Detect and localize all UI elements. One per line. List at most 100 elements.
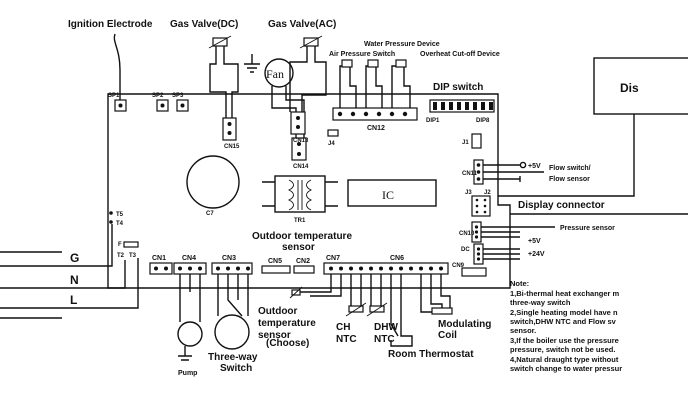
outdoor-sensor-wires [296,274,342,297]
overheat-cutoff-label: Overheat Cut-off Device [420,51,500,58]
pump-wires [179,274,201,322]
j1-label: J1 [462,140,469,146]
dip-switch-block [429,99,495,113]
pump-motor-icon [177,321,203,347]
display-unit-label: Dis [620,81,639,95]
tr1-label: TR1 [294,218,306,224]
cn9-connector [461,267,487,277]
dip-switch-label: DIP switch [433,82,483,93]
modulating-label-2: Coil [438,330,457,341]
dip-switch-toggles [433,102,493,110]
cn2-label: CN2 [296,258,310,265]
plus24v-label: +24V [528,251,545,258]
ch-ntc-label-1: CH [336,322,350,333]
outdoor-sensor-label-2: sensor [282,242,315,253]
note-line: switch change to water pressur [510,364,622,373]
three-way-wires [217,274,249,317]
cn7-label: CN7 [326,255,340,262]
display-unit-cable [498,114,635,197]
c7-capacitor [186,155,240,209]
dhw-ntc-label-2: NTC [374,334,395,345]
note-line: sensor. [510,326,536,335]
pump-label: Pump [178,370,197,377]
pressure-sensor-label: Pressure sensor [560,225,615,232]
ground-icon [244,54,260,73]
note-line: 4,Natural draught type without [510,355,619,364]
c7-label: C7 [206,211,214,217]
t5-label: T5 [116,212,124,218]
cn7-cn6-pins [329,266,443,271]
outdoor-choose-label-4: (Choose) [266,338,309,349]
ic-label: IC [382,188,394,202]
fan-label: Fan [266,67,284,81]
plus5v-label: +5V [528,238,541,245]
display-connector-label: Display connector [518,200,605,211]
room-thermostat-label: Room Thermostat [388,349,474,360]
flow-sensor-label: Flow sensor [549,176,590,183]
cn15-label: CN15 [224,144,240,150]
dc-label: DC [461,247,470,253]
f-label: F [118,242,122,248]
j3-j2-connector [471,195,491,217]
outdoor-choose-label-2: temperature [258,318,316,329]
line-g-label: G [70,251,79,265]
cn4-label: CN4 [182,255,196,262]
sp2-label: SP2 [152,93,164,99]
gas-valve-ac-wires [289,46,327,120]
j3-label: J3 [465,190,472,196]
cn11-label: CN11 [462,171,478,177]
mains-wires [0,224,139,309]
dip1-label: DIP1 [426,118,440,124]
three-way-switch-label: Switch [220,363,252,374]
display-unit-box [593,57,688,115]
note-title: Note: [510,279,529,288]
modulating-coil-wires [420,274,451,313]
cn7-cn6-connector [323,262,449,275]
dc-output-wires [483,248,520,260]
cn1-connector [149,262,173,275]
note-line: pressure, switch not be used. [510,345,615,354]
j1-connector [471,133,482,149]
line-l-label: L [70,293,77,307]
j4-label: J4 [328,141,335,147]
tr1-transformer [274,175,326,213]
dhw-ntc-wires [370,274,382,310]
cn12-pins [337,111,408,117]
note-line: switch,DHW NTC and Flow sv [510,317,617,326]
cn5-connector [261,265,291,274]
air-pressure-switch-label: Air Pressure Switch [329,51,395,58]
pressure-switch-wires [339,65,411,112]
three-way-valve-icon [214,314,250,350]
outdoor-sensor-label: Outdoor temperature [252,231,352,242]
sp1-label: SP1 [108,93,120,99]
line-n-label: N [70,273,79,287]
ignition-electrode-wire [113,33,121,105]
t2-label: T2 [117,253,125,259]
cn13-label: CN13 [293,138,309,144]
pressure-sensor-wires [481,226,555,238]
ic-chip [347,179,437,207]
note-line: 3,If the boiler use the pressure [510,336,619,345]
note-line: 1,Bi-thermal heat exchanger m [510,289,620,298]
cn13-connector [290,111,306,135]
tr1-coils [287,179,313,211]
cn2-connector [293,265,315,274]
j2-label: J2 [484,190,491,196]
cn3-label: CN3 [222,255,236,262]
gas-valve-dc-wires [209,46,239,120]
cn9-label: CN9 [452,263,465,269]
t4-label: T4 [116,221,124,227]
j3-j2-pins [475,198,487,214]
cn15-connector [222,117,237,141]
pump-ground-icon [178,346,192,361]
modulating-coil-icon [431,307,453,315]
cn6-label: CN6 [390,255,404,262]
cn3-connector [211,262,253,275]
flow-switch-wires [483,164,544,180]
fan-motor-icon [264,58,294,88]
cn10-label: CN10 [459,231,475,237]
j4-connector [327,129,339,137]
mains-frame [0,251,62,319]
fuse [123,241,139,248]
plus5v-top-terminal-icon [519,161,527,169]
